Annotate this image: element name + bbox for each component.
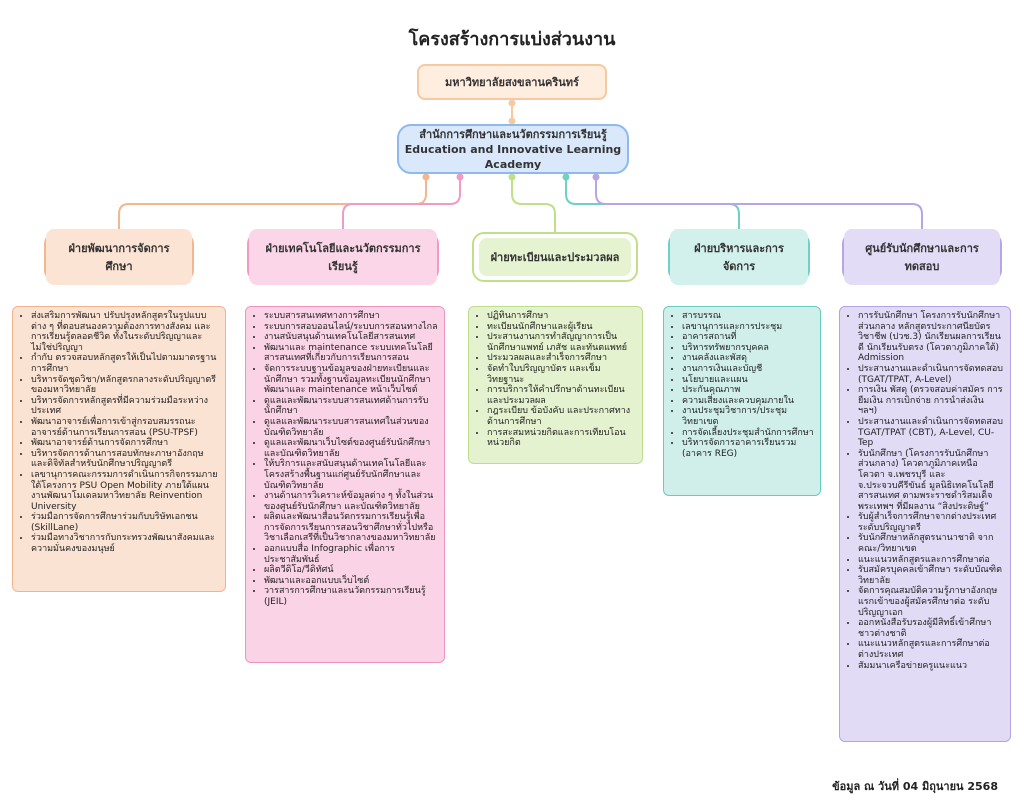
duty-item: พัฒนาอาจารย์ด้านการจัดการศึกษา: [31, 438, 219, 449]
duty-item: สารบรรณ: [682, 311, 814, 322]
duty-item: พัฒนาและออกแบบเว็บไซต์: [264, 576, 438, 587]
duty-item: จัดทำใบปริญญาบัตร และเข็มวิทยฐานะ: [487, 364, 636, 385]
duty-item: จัดการระบบฐานข้อมูลของฝ่ายทะเบียนและนักศ…: [264, 364, 438, 396]
department-node-education-development: ฝ่ายพัฒนาการจัดการศึกษา: [44, 229, 194, 285]
duty-item: ประสานงานและดำเนินการจัดทดสอบ (TGAT/TPAT…: [858, 364, 1004, 385]
duty-item: การรับนักศึกษา โครงการรับนักศึกษาส่วนกลา…: [858, 311, 1004, 364]
duties-panel-administration: สารบรรณเลขานุการและการประชุมอาคารสถานที่…: [663, 306, 821, 496]
duty-item: แนะแนวหลักสูตรและการศึกษาต่อ: [858, 555, 1004, 566]
academy-node: สำนักการศึกษาและนวัตกรรมการเรียนรู้ Educ…: [397, 124, 629, 174]
connector-dot: [456, 173, 464, 181]
duty-item: ส่งเสริมการพัฒนา ปรับปรุงหลักสูตรในรูปแบ…: [31, 311, 219, 353]
duty-item: การเงิน พัสดุ (ตรวจสอบค่าสมัคร การยืมเงิ…: [858, 385, 1004, 417]
duty-item: เลขานุการคณะกรรมการดำเนินการกิจกรรมภายใต…: [31, 470, 219, 512]
duty-item: ผลิตวีดิโอ/วีดิทัศน์: [264, 565, 438, 576]
duties-list: ส่งเสริมการพัฒนา ปรับปรุงหลักสูตรในรูปแบ…: [19, 311, 219, 555]
duty-item: อาคารสถานที่: [682, 332, 814, 343]
department-label: ศูนย์รับนักศึกษาและการทดสอบ: [844, 229, 1000, 285]
duties-list: ระบบสารสนเทศทางการศึกษาระบบการสอบออนไลน์…: [252, 311, 438, 608]
duty-item: แนะแนวหลักสูตรและการศึกษาต่อต่างประเทศ: [858, 639, 1004, 660]
department-node-admissions-testing: ศูนย์รับนักศึกษาและการทดสอบ: [842, 229, 1002, 285]
duties-list: สารบรรณเลขานุการและการประชุมอาคารสถานที่…: [670, 311, 814, 459]
connector-academy-dept-4: [595, 174, 923, 232]
duty-item: งานด้านการวิเคราะห์ข้อมูลต่าง ๆ ทั้งในส่…: [264, 491, 438, 512]
department-node-administration: ฝ่ายบริหารและการจัดการ: [668, 229, 810, 285]
duty-item: วารสารการศึกษาและนวัตกรรมการเรียนรู้ (JE…: [264, 586, 438, 607]
duty-item: ออกแบบสื่อ Infographic เพื่อการประชาสัมพ…: [264, 544, 438, 565]
connector-dot: [508, 99, 516, 107]
duties-panel-education-development: ส่งเสริมการพัฒนา ปรับปรุงหลักสูตรในรูปแบ…: [12, 306, 226, 592]
connector-dot: [562, 173, 570, 181]
duty-item: บริหารทรัพยากรบุคคล: [682, 343, 814, 354]
duty-item: ปฏิทินการศึกษา: [487, 311, 636, 322]
duty-item: กฎระเบียบ ข้อบังคับ และประกาศทางด้านการศ…: [487, 406, 636, 427]
duty-item: ประกันคุณภาพ: [682, 385, 814, 396]
duties-panel-registration: ปฏิทินการศึกษาทะเบียนนักศึกษาและผู้เรียน…: [468, 306, 643, 464]
connector-academy-dept-0: [118, 174, 427, 232]
duty-item: นโยบายและแผน: [682, 375, 814, 386]
duty-item: ร่วมมือการจัดการศึกษาร่วมกับบริษัทเอกชน …: [31, 512, 219, 533]
duty-item: ระบบการสอบออนไลน์/ระบบการสอนทางไกล: [264, 322, 438, 333]
connector-academy-dept-1: [342, 174, 461, 232]
duty-item: เลขานุการและการประชุม: [682, 322, 814, 333]
connector-dot: [422, 173, 430, 181]
duty-item: บริหารจัดการด้านการสอบทักษะภาษาอังกฤษและ…: [31, 449, 219, 470]
duties-panel-technology: ระบบสารสนเทศทางการศึกษาระบบการสอบออนไลน์…: [245, 306, 445, 663]
duty-item: ออกหนังสือรับรองผู้มีสิทธิ์เข้าศึกษาชาวต…: [858, 618, 1004, 639]
duty-item: งานสนับสนุนด้านเทคโนโลยีสารสนเทศ: [264, 332, 438, 343]
department-label: ฝ่ายทะเบียนและประมวลผล: [478, 238, 632, 276]
page-title: โครงสร้างการแบ่งส่วนงาน: [408, 29, 616, 50]
duty-item: บริหารจัดการอาคารเรียนรวม (อาคาร REG): [682, 438, 814, 459]
duty-item: ดูแลและพัฒนาระบบสารสนเทศในส่วนของบัณฑิตว…: [264, 417, 438, 438]
department-label: ฝ่ายบริหารและการจัดการ: [670, 229, 808, 285]
academy-name-en: Education and Innovative Learning Academ…: [404, 142, 622, 171]
department-node-registration: ฝ่ายทะเบียนและประมวลผล: [472, 232, 638, 282]
duty-item: พัฒนาและ maintenance ระบบเทคโนโลยีสารสนเ…: [264, 343, 438, 364]
duty-item: รับนักศึกษาหลักสูตรนานาชาติ จาก คณะ/วิทย…: [858, 533, 1004, 554]
department-node-technology: ฝ่ายเทคโนโลยีและนวัตกรรมการเรียนรู้: [247, 229, 439, 285]
duty-item: ทะเบียนนักศึกษาและผู้เรียน: [487, 322, 636, 333]
duty-item: บริหารจัดชุดวิชา/หลักสูตรกลางระดับปริญญา…: [31, 375, 219, 396]
university-node: มหาวิทยาลัยสงขลานครินทร์: [417, 64, 607, 100]
duty-item: งานการเงินและบัญชี: [682, 364, 814, 375]
duty-item: งานประชุมวิชาการ/ประชุมวิทยาเขต: [682, 406, 814, 427]
duty-item: จัดการคุณสมบัติความรู้ภาษาอังกฤษแรกเข้าข…: [858, 586, 1004, 618]
duty-item: ประสานงานและดำเนินการจัดทดสอบ TGAT/TPAT …: [858, 417, 1004, 449]
connector-academy-dept-2: [511, 174, 556, 232]
duty-item: งานคลังและพัสดุ: [682, 353, 814, 364]
duty-item: รับนักศึกษา (โครงการรับนักศึกษาส่วนกลาง)…: [858, 449, 1004, 513]
duty-item: ระบบสารสนเทศทางการศึกษา: [264, 311, 438, 322]
duty-item: ให้บริการและสนับสนุนด้านเทคโนโลยีและโครง…: [264, 459, 438, 491]
academy-name-th: สำนักการศึกษาและนวัตกรรมการเรียนรู้: [419, 127, 607, 141]
department-label: ฝ่ายพัฒนาการจัดการศึกษา: [46, 229, 192, 285]
duty-item: พัฒนาอาจารย์เพื่อการเข้าสู่กรอบสมรรถนะอา…: [31, 417, 219, 438]
duty-item: ดูแลและพัฒนาเว็บไซต์ของศูนย์รับนักศึกษาแ…: [264, 438, 438, 459]
duty-item: การสะสมหน่วยกิตและการเทียบโอนหน่วยกิต: [487, 428, 636, 449]
duties-panel-admissions-testing: การรับนักศึกษา โครงการรับนักศึกษาส่วนกลา…: [839, 306, 1011, 742]
duty-item: ร่วมมือทางวิชาการกับกระทรวงพัฒนาสังคมและ…: [31, 533, 219, 554]
connector-dot: [508, 117, 516, 125]
duty-item: การจัดเลี้ยงประชุมสำนักการศึกษา: [682, 428, 814, 439]
duty-item: ดูแลและพัฒนาระบบสารสนเทศด้านการรับนักศึก…: [264, 396, 438, 417]
department-label: ฝ่ายเทคโนโลยีและนวัตกรรมการเรียนรู้: [249, 229, 437, 285]
data-date-note: ข้อมูล ณ วันที่ 04 มิถุนายน 2568: [832, 780, 998, 793]
duty-item: ประมวลผลและสำเร็จการศึกษา: [487, 353, 636, 364]
duty-item: ผลิตและพัฒนาสื่อนวัตกรรมการเรียนรู้เพื่อ…: [264, 512, 438, 544]
duty-item: ความเสี่ยงและควบคุมภายใน: [682, 396, 814, 407]
connector-dot: [592, 173, 600, 181]
duty-item: รับสมัครบุคคลเข้าศึกษา ระดับบัณฑิตวิทยาล…: [858, 565, 1004, 586]
duty-item: การบริการให้คำปรึกษาด้านทะเบียนและประมวล…: [487, 385, 636, 406]
duties-list: การรับนักศึกษา โครงการรับนักศึกษาส่วนกลา…: [846, 311, 1004, 671]
duty-item: บริหารจัดการหลักสูตรที่มีความร่วมมือระหว…: [31, 396, 219, 417]
university-name: มหาวิทยาลัยสงขลานครินทร์: [445, 76, 579, 89]
duty-item: กำกับ ตรวจสอบหลักสูตรให้เป็นไปตามมาตรฐาน…: [31, 353, 219, 374]
duty-item: ประสานงานการทำสัญญาการเป็นนักศึกษาแพทย์ …: [487, 332, 636, 353]
duty-item: รับผู้สำเร็จการศึกษาจากต่างประเทศระดับปร…: [858, 512, 1004, 533]
connector-dot: [508, 173, 516, 181]
duty-item: สัมมนาเครือข่ายครูแนะแนว: [858, 661, 1004, 672]
duties-list: ปฏิทินการศึกษาทะเบียนนักศึกษาและผู้เรียน…: [475, 311, 636, 449]
